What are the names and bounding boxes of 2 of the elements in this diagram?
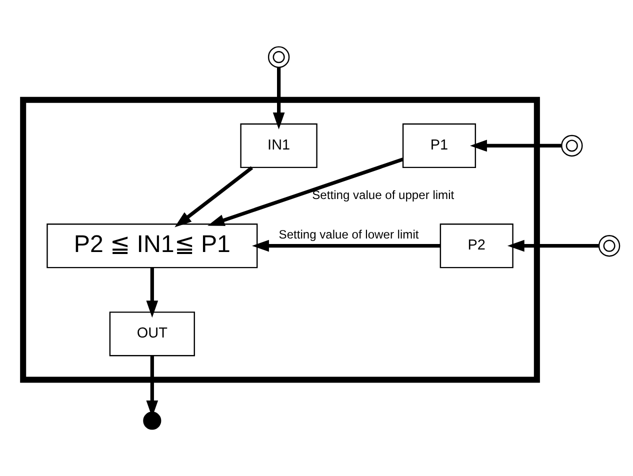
edge-label: Setting value of lower limit	[278, 228, 419, 242]
edge-label: Setting value of upper limit	[312, 188, 454, 202]
